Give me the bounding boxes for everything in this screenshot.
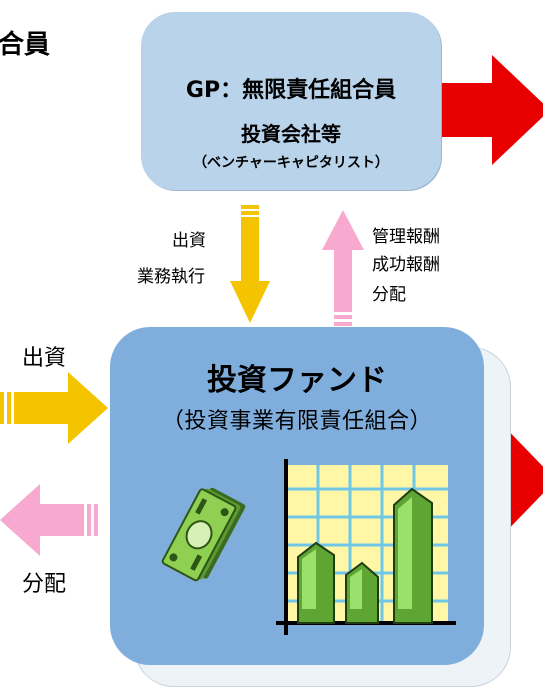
money-stack-icon <box>161 487 246 582</box>
left-header-title: 合員 <box>0 30 51 60</box>
gp-line2: 投資会社等 <box>241 122 341 146</box>
left-in-label: 出資 <box>22 346 67 371</box>
fund-subtitle: （投資事業有限責任組合） <box>161 409 432 434</box>
fund-box: 投資ファンド （投資事業有限責任組合） <box>110 327 484 665</box>
gp-title: GP：無限責任組合員 <box>185 78 397 103</box>
gp-box: GP：無限責任組合員 投資会社等 （ベンチャーキャピタリスト） <box>141 12 441 190</box>
up-label-3: 分配 <box>372 285 406 305</box>
left-out-label: 分配 <box>22 572 67 597</box>
left-in-arrow-yellow <box>0 372 108 444</box>
fund-title: 投資ファンド <box>207 363 387 398</box>
up-label-1: 管理報酬 <box>372 227 440 247</box>
gp-line3: （ベンチャーキャピタリスト） <box>193 155 389 171</box>
up-label-2: 成功報酬 <box>372 255 440 275</box>
down-label-2: 業務執行 <box>137 267 205 287</box>
up-arrow-pink <box>322 210 364 326</box>
growth-chart-icon <box>276 459 456 635</box>
down-arrow-yellow <box>230 205 270 323</box>
left-out-arrow-pink <box>0 484 98 556</box>
down-label-1: 出資 <box>172 231 206 251</box>
red-arrow-top <box>440 55 543 165</box>
